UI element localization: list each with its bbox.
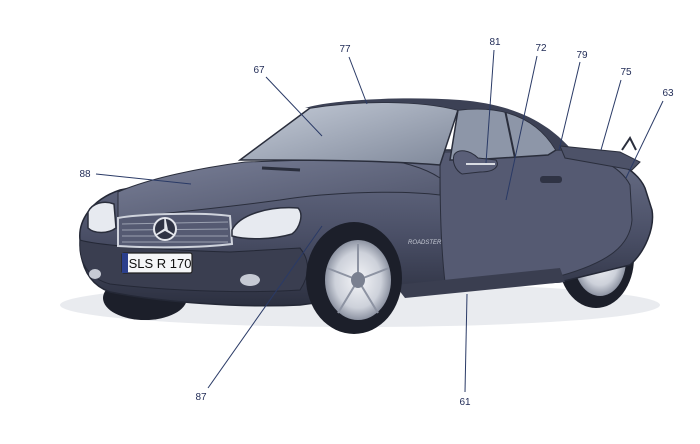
callout-63: 63 xyxy=(662,88,674,99)
fog-light-right xyxy=(240,274,260,286)
callout-67: 67 xyxy=(253,65,265,76)
leader-61 xyxy=(464,293,468,393)
leader-81 xyxy=(485,49,495,164)
leader-75 xyxy=(600,79,622,151)
star-logo xyxy=(153,217,177,241)
leader-77 xyxy=(348,56,368,105)
callout-79: 79 xyxy=(576,50,588,61)
left-headlight xyxy=(87,201,117,234)
side-mirror xyxy=(452,150,498,175)
callout-88: 88 xyxy=(79,169,91,180)
leader-79 xyxy=(558,61,581,151)
callout-75: 75 xyxy=(620,67,632,78)
leader-72 xyxy=(505,55,538,201)
callout-87: 87 xyxy=(195,392,207,403)
rear-spoiler xyxy=(621,136,637,151)
callout-61: 61 xyxy=(459,397,471,408)
door-handle xyxy=(540,176,562,183)
rear-deck xyxy=(559,145,641,171)
hood xyxy=(117,157,441,219)
right-headlight xyxy=(231,206,302,240)
side-badge: ROADSTER xyxy=(408,240,442,246)
leader-lines xyxy=(95,49,664,393)
leader-88 xyxy=(95,173,192,185)
callout-72: 72 xyxy=(535,43,547,54)
window-pillar xyxy=(504,109,516,159)
windshield xyxy=(237,101,459,166)
license-plate: SLS R 170 xyxy=(121,252,193,274)
plate-text: SLS R 170 xyxy=(129,256,192,271)
leader-67 xyxy=(265,76,323,137)
callout-77: 77 xyxy=(339,44,351,55)
roof xyxy=(305,98,570,150)
side-sill xyxy=(395,268,565,298)
fog-light-left xyxy=(89,269,101,279)
callout-labels: 77 67 81 72 79 75 63 88 87 61 xyxy=(79,37,674,408)
leader-87 xyxy=(207,225,323,389)
leader-63 xyxy=(625,100,664,179)
front-left-wheel xyxy=(306,222,402,334)
callout-81: 81 xyxy=(489,37,501,48)
side-window xyxy=(449,108,558,161)
hood-vent xyxy=(261,166,301,172)
